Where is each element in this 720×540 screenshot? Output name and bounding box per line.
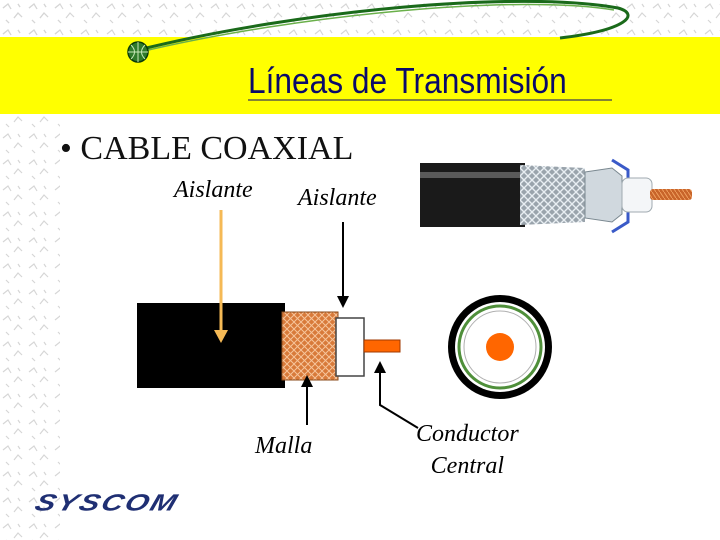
globe-icon — [127, 41, 149, 63]
diagram-braid — [281, 311, 339, 381]
arrow-conductor — [374, 361, 419, 429]
label-conductor-line2: Central — [430, 453, 504, 479]
bullet-cable-coaxial: • CABLE COAXIAL — [60, 130, 354, 167]
arrow-aislante-outer — [214, 210, 228, 343]
label-aislante-inner: Aislante — [298, 185, 377, 211]
arrow-aislante-inner — [337, 222, 349, 308]
photo-braid — [520, 165, 585, 225]
photo-conductor — [650, 189, 692, 200]
syscom-logo: SYSCOM — [31, 490, 183, 516]
label-malla: Malla — [255, 433, 313, 459]
label-aislante-outer: Aislante — [174, 177, 253, 203]
diagram-conductor — [363, 339, 401, 353]
label-conductor-central: Conductor Central — [416, 418, 519, 482]
diagram-jacket — [137, 303, 285, 388]
diagram-dielectric — [335, 317, 365, 377]
title-band — [0, 37, 720, 114]
label-conductor-line1: Conductor — [416, 421, 519, 447]
slide-title: Líneas de Transmisión — [248, 60, 567, 101]
cross-section — [448, 295, 552, 399]
arrow-malla — [301, 375, 313, 425]
